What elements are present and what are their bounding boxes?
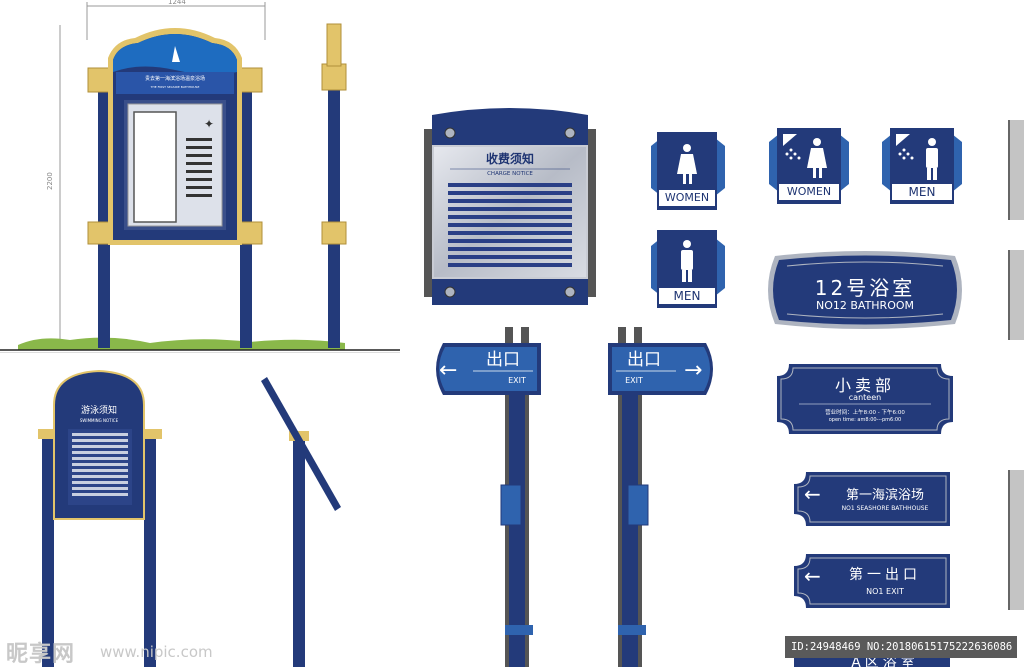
exit-sign-left: ← 出口 EXIT [436, 327, 541, 667]
exit-left-arrow-icon: ← [439, 358, 457, 383]
right-edge-wall-fragment [1008, 120, 1024, 220]
area-sign-cn: A区浴室 [851, 655, 919, 667]
charge-notice-board: 收费须知 CHARGE NOTICE [424, 108, 596, 305]
exit-right-en: EXIT [625, 376, 643, 385]
exit-left-en: EXIT [508, 376, 526, 385]
restroom-label: MEN [908, 185, 936, 199]
exit-sign-2: ← 第一出口 NO1 EXIT [790, 552, 950, 610]
charge-notice-title: 收费须知 [486, 151, 534, 166]
exit-right-arrow-icon: → [684, 358, 702, 383]
swim-notice-side-view [261, 377, 341, 667]
notice-board-elevation: 1244 2200 贵去第一海滨浴场温泉浴场 THE FIRST SEASIDE… [0, 0, 400, 351]
charge-notice-subtitle: CHARGE NOTICE [487, 171, 533, 177]
bathhouse-sign-en: NO1 SEASHORE BATHHOUSE [841, 505, 929, 512]
image-id-bar: ID:24948469 NO:20180615175222636086 [785, 636, 1017, 658]
notice-board-title: 贵去第一海滨浴场温泉浴场 [145, 75, 205, 82]
restroom-sign-women: WOMEN [645, 128, 730, 213]
swim-notice-subtitle: SWIMMING NOTICE [80, 418, 119, 423]
restroom-label: MEN [673, 289, 701, 303]
watermark-url: www.nipic.com [100, 643, 213, 661]
swim-notice-board: 游泳须知 SWIMMING NOTICE [38, 369, 162, 667]
bathhouse-sign: ← 第一海滨浴场 NO1 SEASHORE BATHHOUSE [790, 470, 950, 528]
bathhouse-sign-cn: 第一海滨浴场 [845, 488, 924, 503]
canteen-sign-hours-cn: 营业时间：上午8:00 - 下午6:00 [825, 410, 905, 416]
swim-notice-title: 游泳须知 [81, 404, 117, 416]
exit-sign-2-arrow-icon: ← [804, 564, 821, 588]
canteen-sign-hours-en: open time: am8:00---pm6:00 [828, 417, 902, 423]
right-edge-wall-fragment [1008, 250, 1024, 340]
dimension-label: 1244 [168, 0, 186, 6]
canteen-sign-en: canteen [848, 393, 882, 402]
restroom-label: WOMEN [786, 185, 832, 198]
right-edge-wall-fragment [1008, 470, 1024, 610]
svg-text:✦: ✦ [204, 117, 214, 131]
section-divider [0, 352, 400, 353]
restroom-sign-shower-men: MEN [880, 124, 970, 214]
bathroom-sign-cn: 12号浴室 [814, 276, 916, 300]
restroom-sign-shower-women: WOMEN [765, 124, 855, 214]
canteen-sign-cn: 小卖部 [834, 376, 895, 395]
exit-left-cn: 出口 [486, 350, 520, 370]
restroom-label: WOMEN [664, 191, 710, 204]
watermark-logo: 昵享网 [6, 642, 76, 667]
bathhouse-arrow-icon: ← [804, 482, 821, 506]
bathroom-sign-en: NO12 BATHROOM [815, 299, 915, 312]
exit-sign-right: 出口 EXIT → [608, 327, 713, 667]
exit-sign-2-en: NO1 EXIT [866, 587, 904, 596]
exit-right-cn: 出口 [627, 350, 661, 370]
exit-sign-2-cn: 第一出口 [849, 567, 921, 583]
canteen-sign: 小卖部 canteen 营业时间：上午8:00 - 下午6:00 open ti… [775, 362, 955, 437]
notice-board-subtitle: THE FIRST SEASIDE BATHHOUSE [150, 85, 200, 89]
restroom-sign-men: MEN [645, 228, 730, 313]
height-label: 2200 [46, 172, 54, 190]
bathroom-sign: 12号浴室 NO12 BATHROOM [765, 250, 965, 330]
